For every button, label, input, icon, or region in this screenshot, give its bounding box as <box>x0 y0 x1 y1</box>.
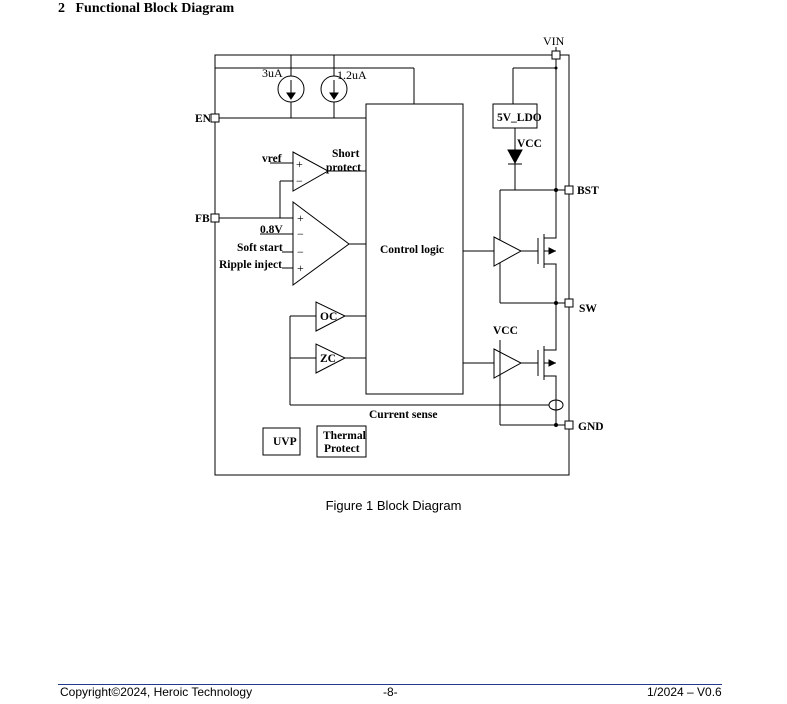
current-sense-label: Current sense <box>369 409 437 421</box>
thermal-line2-label: Protect <box>324 443 360 455</box>
bst-pin <box>564 185 574 195</box>
vin-label: VIN <box>543 34 565 48</box>
amp-plus-sign-2: + <box>297 261 304 275</box>
ripple-inject-label: Ripple inject <box>219 259 282 271</box>
control-logic-label: Control logic <box>380 244 444 256</box>
gnd-label: GND <box>578 421 604 433</box>
short-line2-label: protect <box>326 162 361 174</box>
short-protect-comparator <box>292 151 330 192</box>
ref-08v-label: 0.8V <box>260 224 283 236</box>
footer-page-number: -8- <box>383 685 398 699</box>
section-title-text: Functional Block Diagram <box>75 1 235 16</box>
uvp-block <box>262 427 301 456</box>
vcc-bottom-label: VCC <box>493 325 518 337</box>
en-pin <box>210 113 220 123</box>
amp-plus-sign-1: + <box>297 211 304 225</box>
sw-pin <box>564 298 574 308</box>
sw-label: SW <box>579 303 597 315</box>
footer-version: 1/2024 – V0.6 <box>647 685 722 699</box>
footer-copyright: Copyright©2024, Heroic Technology <box>60 685 253 699</box>
figure-caption: Figure 1 Block Diagram <box>325 498 462 513</box>
bst-label: BST <box>577 185 599 197</box>
error-amplifier <box>292 201 350 286</box>
thermal-line1-label: Thermal <box>323 430 366 442</box>
short-line1-label: Short <box>332 148 360 160</box>
en-label: EN <box>195 113 212 125</box>
zc-label: ZC <box>320 353 336 365</box>
short-minus-sign: − <box>296 174 303 188</box>
ldo-block <box>492 103 538 129</box>
gnd-pin <box>564 420 574 430</box>
short-plus-sign: + <box>296 157 303 171</box>
thermal-protect-block <box>316 425 367 458</box>
fb-pin <box>210 213 220 223</box>
section-title: 2 Functional Block Diagram <box>58 1 234 17</box>
control-logic-block <box>365 103 464 395</box>
vcc-top-label: VCC <box>517 138 542 150</box>
source-3ua-label: 3uA <box>262 66 283 80</box>
section-number: 2 <box>58 1 65 16</box>
uvp-label: UVP <box>273 436 297 448</box>
source-1p2ua-label: 1.2uA <box>337 68 367 82</box>
soft-start-label: Soft start <box>237 242 283 254</box>
amp-minus-sign-1: − <box>297 227 304 241</box>
vin-pin <box>551 50 561 60</box>
vref-label: vref <box>262 153 282 165</box>
fb-label: FB <box>195 213 210 225</box>
oc-label: OC <box>320 311 337 323</box>
footer-divider <box>58 684 722 685</box>
vcc-diode-icon <box>507 149 523 165</box>
ldo-label: 5V_LDO <box>497 112 542 124</box>
amp-minus-sign-2: − <box>297 245 304 259</box>
